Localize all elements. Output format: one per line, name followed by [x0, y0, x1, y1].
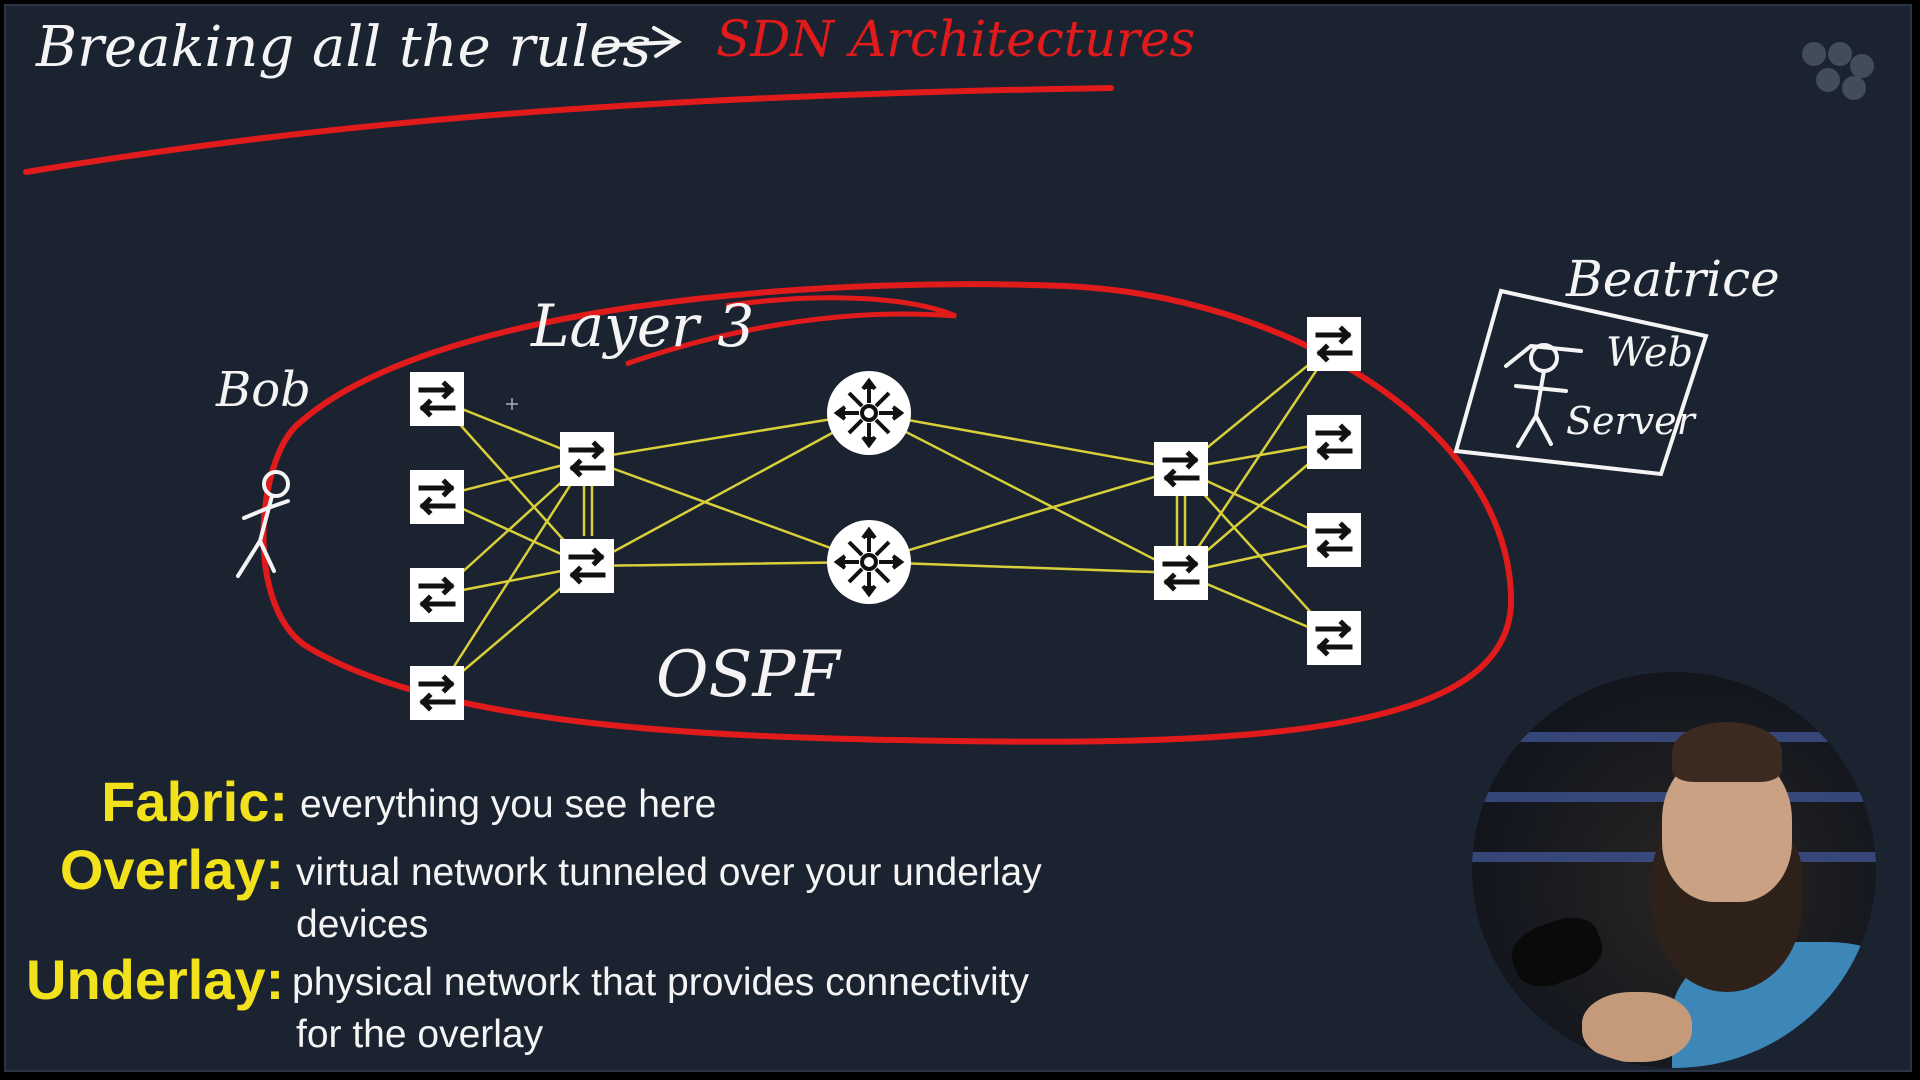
channel-logo-icon — [1802, 42, 1874, 102]
access-switch-left-2 — [410, 470, 464, 524]
core-router-1 — [825, 369, 913, 457]
definition-text-underlay-line1: physical network that provides connectiv… — [292, 961, 1030, 1004]
definition-text-overlay-line1: virtual network tunneled over your under… — [296, 851, 1042, 894]
access-switch-right-2 — [1307, 415, 1361, 469]
web-server-label-line1: Web — [1606, 330, 1693, 376]
title-arrow-icon — [594, 26, 682, 58]
layer3-strike-mark — [625, 295, 957, 367]
access-switch-right-1 — [1307, 317, 1361, 371]
stick-figure-icon — [236, 470, 290, 578]
definition-text-fabric: everything you see here — [300, 783, 717, 826]
title-underline — [23, 85, 1114, 175]
distribution-switch-left-2 — [560, 539, 614, 593]
access-switch-right-4 — [1307, 611, 1361, 665]
access-switch-left-4 — [410, 666, 464, 720]
definition-term-overlay: Overlay: — [59, 838, 284, 901]
layer3-label: Layer 3 — [530, 292, 754, 360]
web-server-label-line2: Server — [1566, 399, 1698, 443]
distribution-switch-right-1 — [1154, 442, 1208, 496]
slide-title: Breaking all the rules — [35, 15, 651, 80]
ospf-label: OSPF — [656, 638, 842, 712]
definition-term-underlay: Underlay: — [26, 948, 285, 1011]
definition-text-overlay-line2: devices — [296, 903, 429, 946]
network-diagram: Breaking all the rules SDN Architectures… — [23, 10, 1780, 745]
web-server-sketch — [1453, 288, 1709, 477]
core-router-2 — [825, 518, 913, 606]
bob-label: Bob — [215, 362, 311, 418]
distribution-switch-right-2 — [1154, 546, 1208, 600]
slide-subtitle: SDN Architectures — [716, 10, 1195, 68]
beatrice-label: Beatrice — [1565, 250, 1780, 308]
distribution-switch-left-1 — [560, 432, 614, 486]
access-switch-left-3 — [410, 568, 464, 622]
access-switch-right-3 — [1307, 513, 1361, 567]
slide-canvas: Breaking all the rules SDN Architectures… — [4, 4, 1912, 1072]
definition-term-fabric: Fabric: — [101, 770, 288, 833]
access-switch-left-1 — [410, 372, 464, 426]
cursor-crosshair-icon — [506, 398, 518, 410]
fabric-boundary-ellipse — [260, 281, 1515, 745]
presenter-webcam — [1472, 672, 1876, 1068]
definition-text-underlay-line2: for the overlay — [296, 1013, 544, 1056]
fabric-links — [435, 343, 1336, 694]
